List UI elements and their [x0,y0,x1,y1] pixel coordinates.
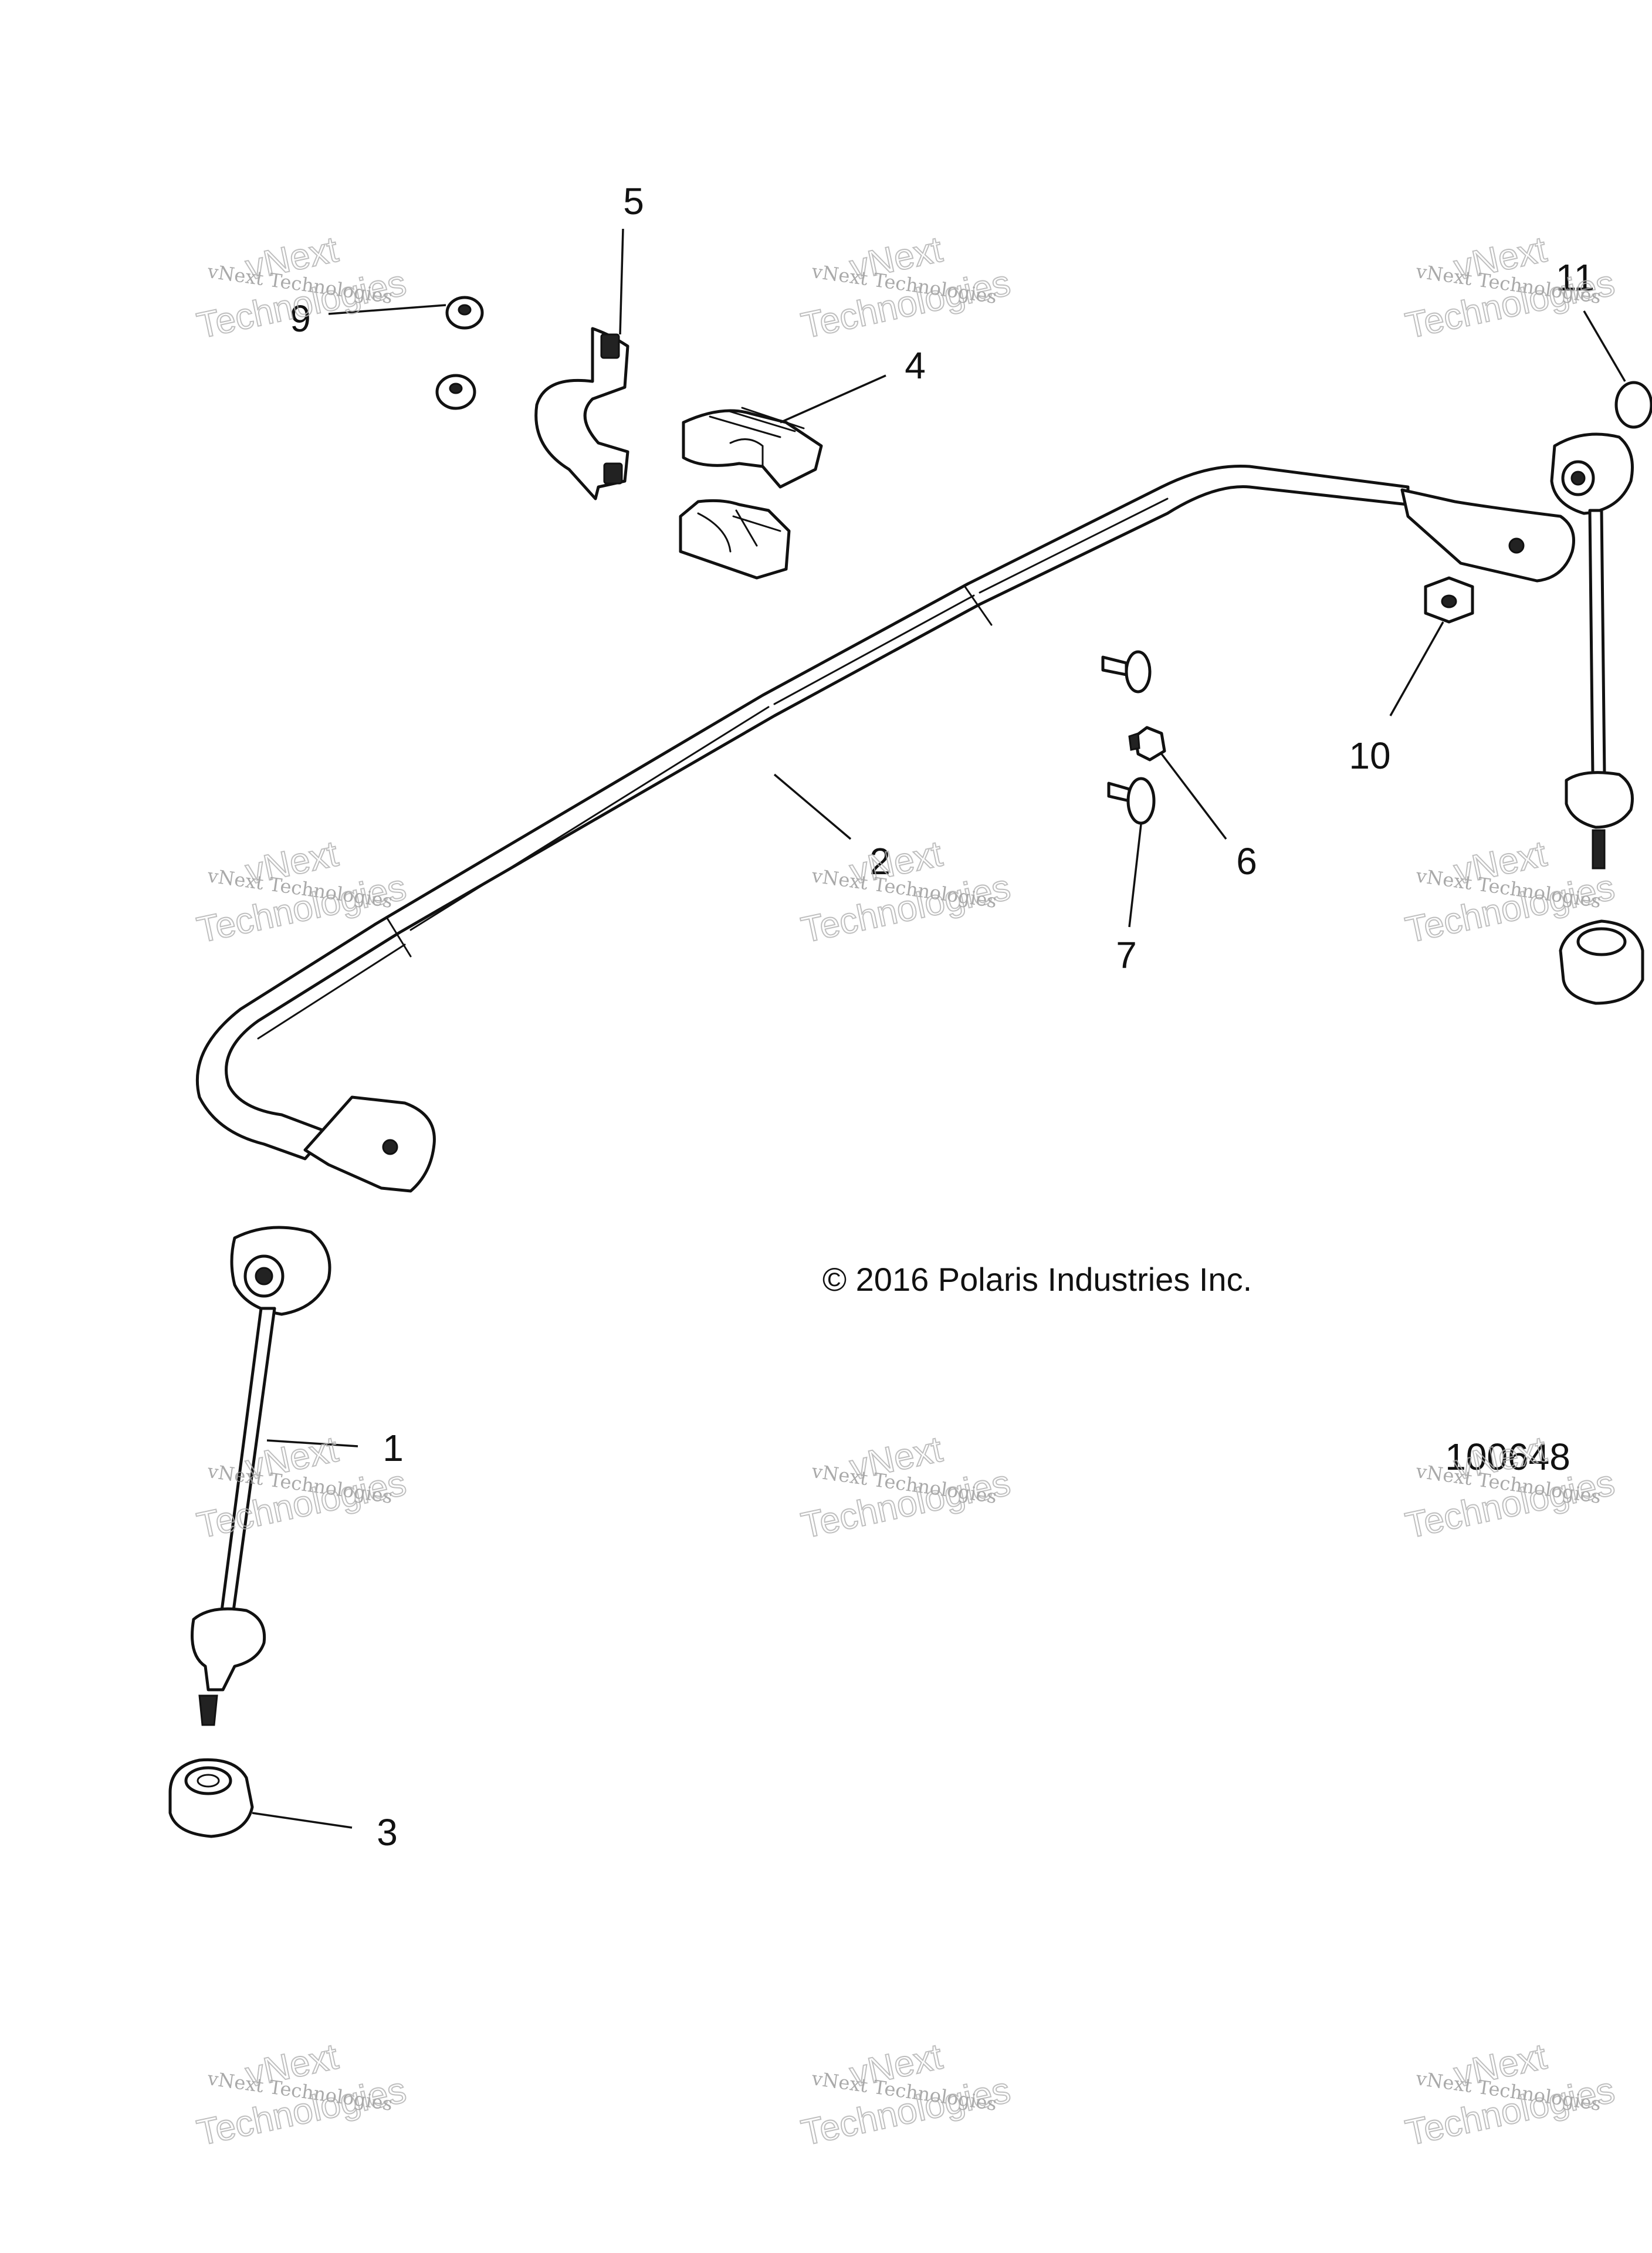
callout-2: 2 [869,840,891,882]
push-rivet-upper [1101,650,1152,694]
callout-9: 9 [290,297,311,340]
push-rivet-lower [1107,777,1156,825]
stabilizer-link-left [191,1226,331,1726]
callouts: 1 2 3 4 5 6 7 9 10 11 [290,180,1595,1853]
washer [1614,381,1652,429]
stabilizer-bar [195,464,1575,1193]
callout-4: 4 [905,344,926,387]
callout-6: 6 [1236,840,1257,882]
leader-lines [252,228,1626,1829]
fitting [1128,726,1166,762]
bushing-upper [682,407,823,489]
copyright-notice: © 2016 Polaris Industries Inc. [822,1261,1252,1298]
callout-3: 3 [377,1811,398,1853]
end-bushing-right [1559,919,1644,1005]
figure-id: 100648 [1445,1436,1570,1478]
callout-10: 10 [1349,735,1390,777]
bushing-lower [679,499,791,580]
hex-nut [1424,576,1474,624]
end-bushing-left [168,1758,254,1838]
flange-nut-a [445,296,484,330]
callout-11: 11 [1556,256,1595,299]
callout-1: 1 [382,1427,404,1469]
stabilizer-link-right [1550,432,1634,870]
bracket-clamp [534,327,629,500]
callout-7: 7 [1116,934,1137,976]
flange-nut-b [435,374,476,410]
callout-5: 5 [623,180,644,222]
